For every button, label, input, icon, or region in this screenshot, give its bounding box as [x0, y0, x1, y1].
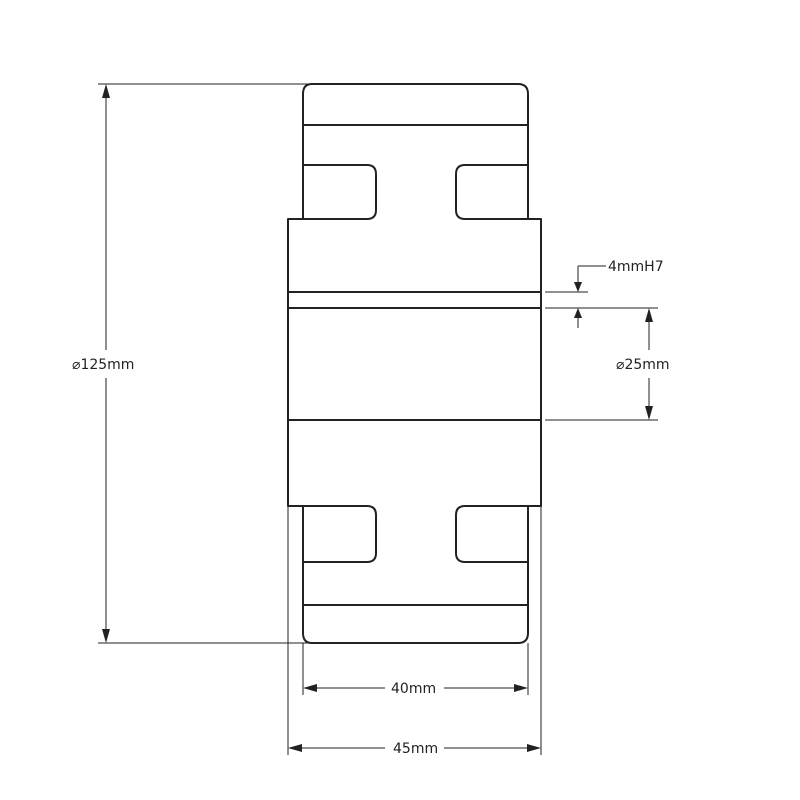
rim-section-bottom: [287, 419, 542, 606]
outer-diameter-dimension: ⌀125mm: [72, 83, 310, 644]
bore: [287, 307, 542, 421]
hub-width-label: 45mm: [393, 741, 438, 757]
tire-section-top: [302, 83, 529, 126]
keyway-band: [287, 291, 542, 309]
rim-section-top: [287, 124, 542, 293]
bore-diameter-dimension: ⌀25mm: [545, 307, 670, 421]
outer-diameter-label: 125mm: [80, 357, 134, 373]
keyway-tolerance-dimension: 4mmH7: [545, 259, 664, 328]
tread-width-label: 40mm: [391, 681, 436, 697]
bore-diameter-symbol: ⌀: [616, 357, 625, 373]
outer-diameter-symbol: ⌀: [72, 357, 81, 373]
bore-diameter-label: 25mm: [624, 357, 669, 373]
keyway-tolerance-label: 4mmH7: [608, 259, 664, 275]
svg-text:⌀125mm: ⌀125mm: [72, 357, 134, 373]
svg-text:⌀25mm: ⌀25mm: [616, 357, 670, 373]
tire-section-bottom: [302, 604, 529, 644]
hub-width-dimension: 45mm: [287, 506, 542, 757]
tread-width-dimension: 40mm: [302, 643, 529, 697]
